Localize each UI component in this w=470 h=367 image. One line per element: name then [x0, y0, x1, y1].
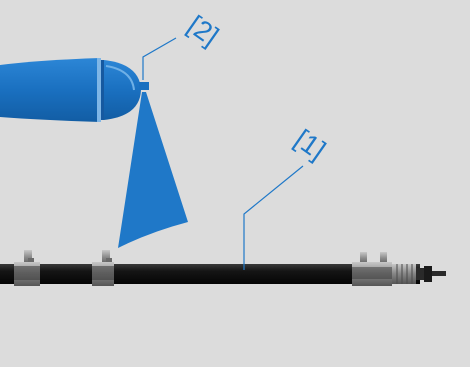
spray-nozzle-icon: [139, 82, 149, 90]
spray-cone-icon: [118, 92, 188, 248]
hose-clamp-icon: [14, 250, 40, 286]
hose-fitting-icon: [392, 264, 446, 284]
hose-clamp-icon: [92, 250, 114, 286]
leader-line-1: [243, 165, 304, 270]
leader-line-2: [142, 37, 177, 80]
hose-clamp-icon: [352, 252, 392, 286]
spray-gun-icon: [0, 58, 141, 122]
